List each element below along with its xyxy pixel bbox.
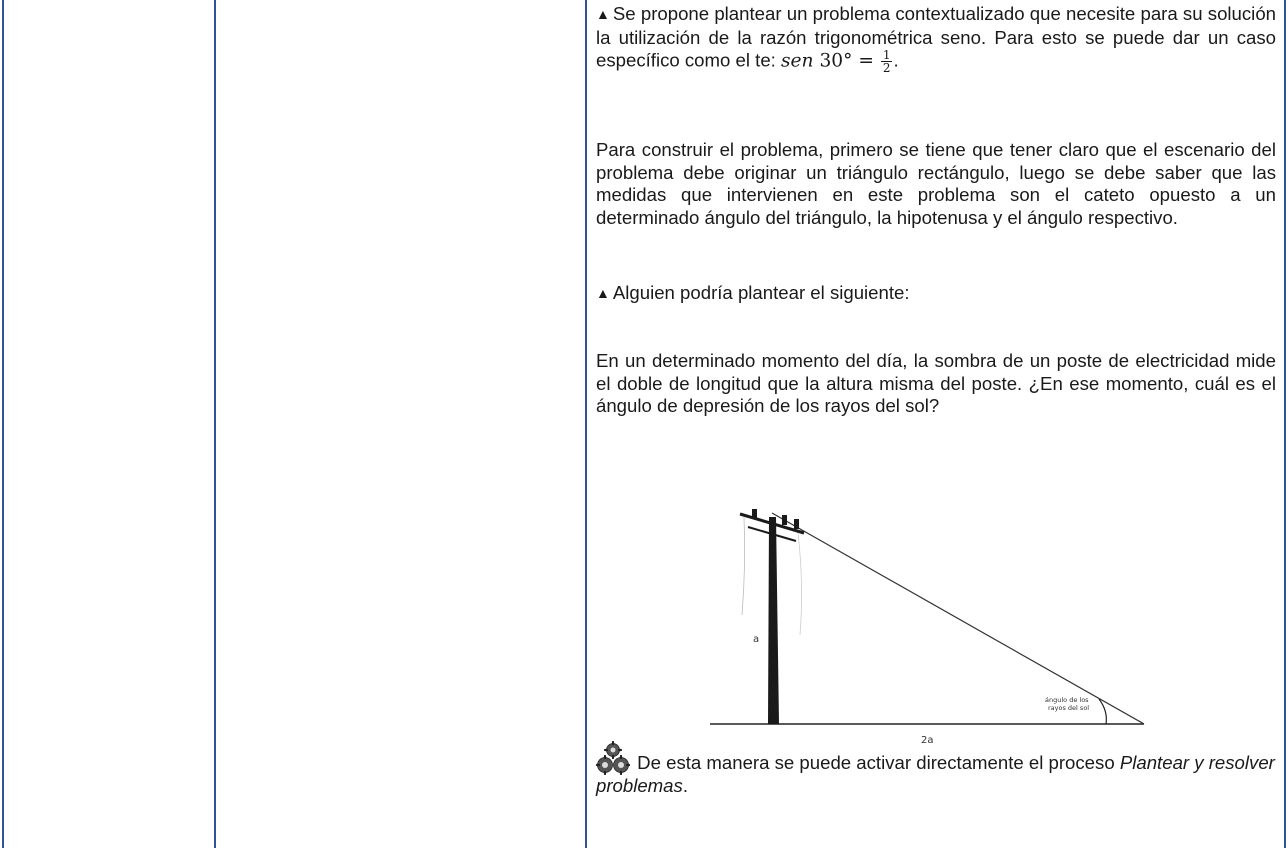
base-label: 2a	[921, 735, 934, 745]
triangle-up-icon: ▲	[596, 285, 610, 301]
math-angle: 30°	[819, 50, 853, 72]
paragraph-example-intro: ▲Alguien podría plantear el siguiente:	[596, 282, 910, 303]
pole-shadow-figure: a 2a ángulo de los rayos del sol	[710, 509, 1145, 745]
table-border-right	[1284, 0, 1286, 848]
table-border-col1	[214, 0, 216, 848]
utility-pole	[768, 517, 779, 724]
sun-ray-line	[771, 512, 1145, 725]
height-label: a	[753, 634, 759, 645]
gears-icon	[596, 741, 630, 775]
paragraph-problem: En un determinado momento del día, la so…	[596, 350, 1276, 416]
angle-label-line2: rayos del sol	[1048, 704, 1089, 712]
pole-crossarm-2	[747, 526, 797, 542]
table-border-col2	[585, 0, 587, 848]
math-sen: sen	[781, 50, 814, 72]
math-equals: =	[852, 50, 880, 72]
paragraph-construction: Para construir el problema, primero se t…	[596, 139, 1276, 228]
paragraph-process: De esta manera se puede activar directam…	[596, 741, 1276, 798]
paragraph-proposal: ▲Se propone plantear un problema context…	[596, 3, 1276, 75]
angle-arc	[1098, 698, 1107, 725]
table-border-left	[2, 0, 4, 848]
pole-crossarm	[739, 512, 805, 535]
triangle-up-icon: ▲	[596, 6, 610, 22]
angle-label-line1: ángulo de los	[1045, 696, 1089, 704]
